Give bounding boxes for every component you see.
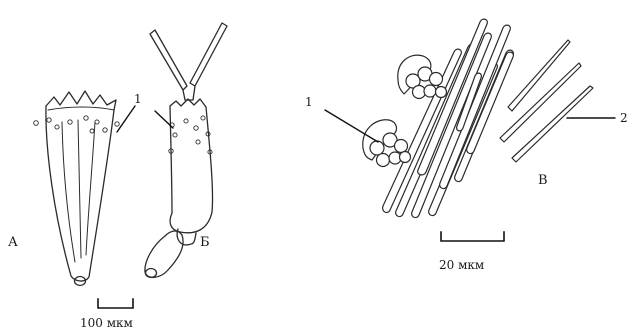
spore-cluster-upper xyxy=(398,55,447,98)
callout-1-label-right: 1 xyxy=(305,95,313,109)
callout-2-label: 2 xyxy=(620,111,628,125)
scale-bar-left xyxy=(98,299,133,308)
callout-1-leader-a xyxy=(117,106,135,132)
callout-1-label-left: 1 xyxy=(134,92,142,106)
spore-cluster-lower xyxy=(363,120,411,167)
label-b: Б xyxy=(200,235,210,250)
label-a: А xyxy=(8,235,18,250)
structure-a xyxy=(34,91,120,286)
hyphae-bundle xyxy=(383,19,514,217)
label-v: В xyxy=(538,173,548,188)
scale-label-right: 20 мкм xyxy=(439,258,484,272)
needle-fragments xyxy=(500,40,593,162)
scale-bar-right xyxy=(441,232,504,241)
scale-label-left: 100 мкм xyxy=(80,316,133,330)
structure-b xyxy=(145,23,227,278)
